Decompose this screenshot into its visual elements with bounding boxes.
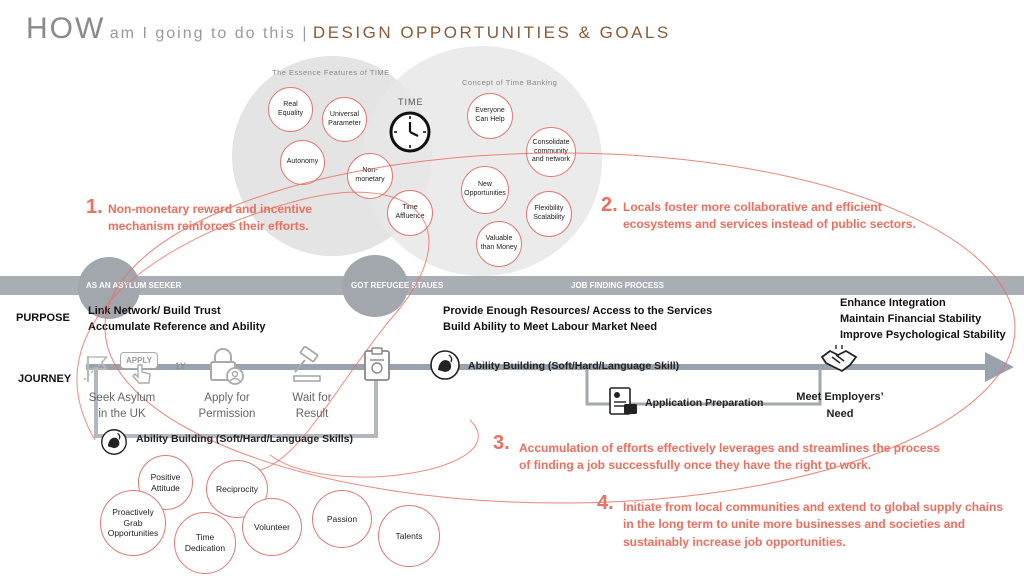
flexed-arm-fire-icon — [430, 350, 460, 380]
purpose-asylum-line2: Accumulate Reference and Ability — [88, 320, 266, 333]
ability-building-lower: Ability Building (Soft/Hard/Language Ski… — [136, 433, 354, 445]
opportunity-3-text: Accumulation of efforts effectively leve… — [519, 441, 940, 473]
step-seek-asylum: Seek Asylum in the UK — [82, 391, 162, 422]
opportunity-2-num: 2. — [601, 194, 618, 216]
clipboard-icon — [364, 347, 390, 381]
step-wait-result-line1: Wait for — [292, 392, 332, 404]
title-subtitle: am I going to do this | — [109, 25, 309, 42]
bubble-consolidate-community: Consolidate community and network — [526, 127, 576, 177]
duration-label: 1Y — [175, 361, 187, 371]
bubble-universal-parameter: Universal Parameter — [322, 97, 367, 142]
resume-briefcase-icon — [609, 387, 637, 415]
purpose-refugee-line1: Provide Enough Resources/ Access to the … — [443, 305, 713, 317]
phase-marker-asylum — [78, 257, 140, 319]
opportunity-4-text: Initiate from local communities and exte… — [623, 500, 1004, 549]
bubble-new-opportunities: New Opportunities — [461, 166, 509, 214]
purpose-job-line3: Improve Psychological Stability — [840, 328, 1006, 341]
pointer-hand-icon — [132, 364, 151, 384]
bubble-autonomy: Autonomy — [280, 140, 325, 185]
gavel-icon — [293, 346, 321, 382]
bubble-flexibility-scalability: Flexibility Scalability — [526, 191, 572, 237]
opportunity-1-text: Non-monetary reward and incentive mechan… — [108, 202, 313, 234]
skill-talents: Talents — [378, 505, 440, 567]
opportunity-1: 1. Non-monetary reward and incentive mec… — [86, 196, 346, 236]
skill-passion: Passion — [312, 490, 372, 548]
purpose-asylum-line1: Link Network/ Build Trust — [88, 305, 221, 317]
ability-building-main: Ability Building (Soft/Hard/Language Ski… — [468, 360, 680, 372]
step-apply-permission-line1: Apply for — [204, 392, 250, 404]
venn-right-caption: Concept of Time Banking — [462, 78, 558, 87]
meet-employers: Meet Employers’ Need — [790, 389, 890, 422]
purpose-job: Enhance Integration Maintain Financial S… — [840, 296, 1006, 344]
opportunity-1-num: 1. — [86, 196, 103, 218]
phase-band — [0, 276, 1024, 295]
purpose-job-line2: Maintain Financial Stability — [840, 312, 982, 325]
page-title: HOW am I going to do this | DESIGN OPPOR… — [26, 12, 671, 46]
row-label-journey: JOURNEY — [18, 373, 72, 385]
step-apply-permission: Apply for Permission — [187, 391, 267, 422]
apply-badge-label: APPLY — [126, 356, 152, 365]
bubble-everyone-can-help: Everyone Can Help — [467, 93, 513, 139]
purpose-refugee-line2: Build Ability to Meet Labour Market Need — [443, 320, 658, 333]
opportunity-2: 2. Locals foster more collaborative and … — [601, 194, 941, 234]
meet-employers-line2: Need — [826, 407, 854, 420]
skill-volunteer: Volunteer — [242, 498, 302, 556]
opportunity-4: 4. Initiate from local communities and e… — [597, 492, 1017, 551]
phase-label-job: JOB FINDING PROCESS — [571, 281, 664, 290]
title-main: DESIGN OPPORTUNITIES & GOALS — [312, 23, 671, 42]
phase-marker-refugee — [342, 255, 408, 317]
handshake-icon — [820, 345, 858, 373]
purpose-refugee: Provide Enough Resources/ Access to the … — [443, 304, 712, 336]
flexed-arm-fire-icon-small — [101, 429, 127, 455]
step-wait-result-line2: Result — [295, 407, 329, 420]
application-preparation: Application Preparation — [645, 397, 764, 409]
purpose-asylum: Link Network/ Build Trust Accumulate Ref… — [88, 304, 265, 336]
venn-center-label: TIME — [398, 97, 424, 107]
phase-label-refugee: GOT REFUGEE STAUES — [351, 281, 444, 290]
lock-user-icon — [210, 348, 244, 385]
opportunity-3-num: 3. — [493, 432, 510, 454]
phase-label-asylum: AS AN ASYLUM SEEKER — [86, 281, 182, 290]
title-how: HOW — [26, 12, 106, 45]
skill-proactively-grab: Proactively Grab Opportunities — [100, 490, 166, 556]
step-seek-asylum-line2: in the UK — [98, 407, 146, 420]
meet-employers-line1: Meet Employers’ — [796, 391, 884, 403]
venn-left-caption: The Essence Features of TIME — [272, 68, 390, 77]
opportunity-2-text: Locals foster more collaborative and eff… — [623, 200, 916, 232]
opportunity-3: 3. Accumulation of efforts effectively l… — [493, 432, 953, 475]
clock-icon — [389, 111, 431, 153]
bubble-valuable-than-money: Valuable than Money — [476, 221, 522, 267]
skill-time-dedication: Time Dedication — [174, 512, 236, 574]
flag-icon — [83, 355, 109, 382]
purpose-job-line1: Enhance Integration — [840, 297, 946, 309]
step-wait-result: Wait for Result — [272, 391, 352, 422]
step-apply-permission-line2: Permission — [198, 407, 256, 420]
step-seek-asylum-line1: Seek Asylum — [88, 392, 156, 404]
bubble-real-equality: Real Equality — [268, 87, 313, 132]
opportunity-4-num: 4. — [597, 492, 614, 514]
row-label-purpose: PURPOSE — [16, 312, 70, 324]
bubble-non-monetary: Non-monetary — [347, 153, 393, 199]
